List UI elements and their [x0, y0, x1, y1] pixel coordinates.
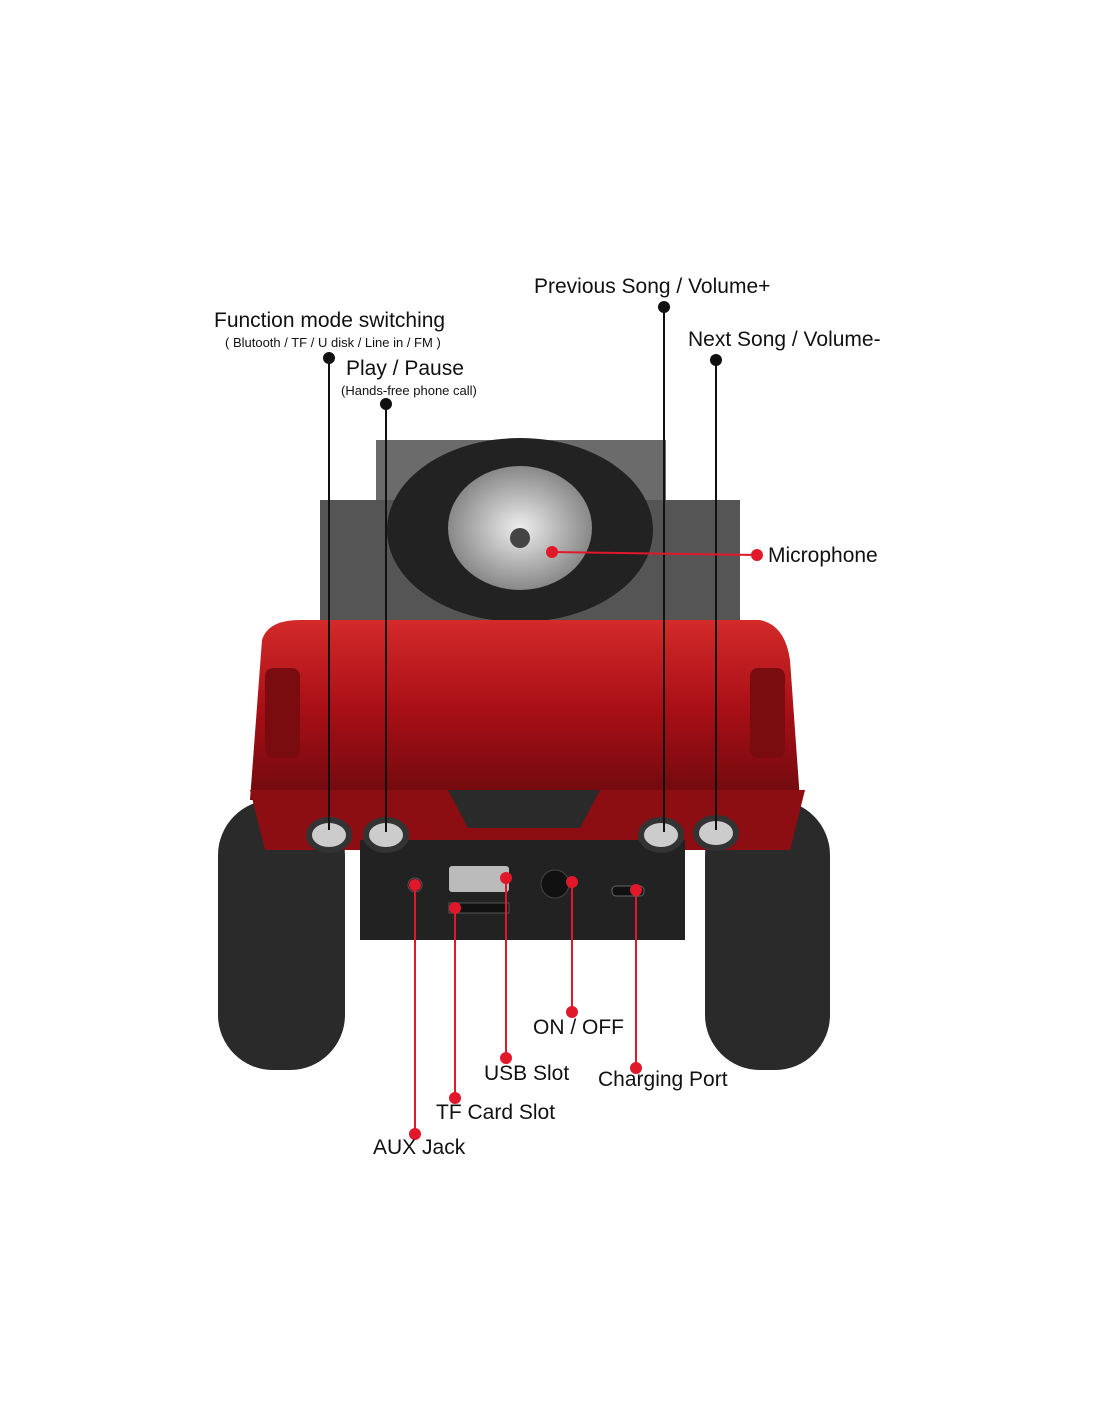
aux-jack-label: AUX Jack [373, 1136, 466, 1159]
charging-port-label: Charging Port [598, 1068, 728, 1091]
on-off-label: ON / OFF [533, 1016, 624, 1039]
left-wheel [218, 800, 345, 1070]
play-pause-label: Play / Pause [346, 357, 464, 380]
next-song-label: Next Song / Volume- [688, 328, 881, 351]
right-wheel [705, 800, 830, 1070]
previous-button [638, 817, 684, 853]
spare-tire [387, 438, 653, 622]
microphone-label: Microphone [768, 544, 878, 567]
tf-card-slot-label: TF Card Slot [436, 1101, 556, 1124]
usb-port [449, 866, 509, 892]
power-switch [540, 869, 570, 899]
function-mode-label: Function mode switching [214, 309, 446, 332]
function-mode-sublabel: ( Blutooth / TF / U disk / Line in / FM … [225, 335, 441, 350]
previous-song-label: Previous Song / Volume+ [534, 275, 771, 298]
tailgate [250, 620, 800, 800]
usb-slot-label: USB Slot [484, 1062, 570, 1085]
play-pause-sublabel: (Hands-free phone call) [341, 383, 477, 398]
